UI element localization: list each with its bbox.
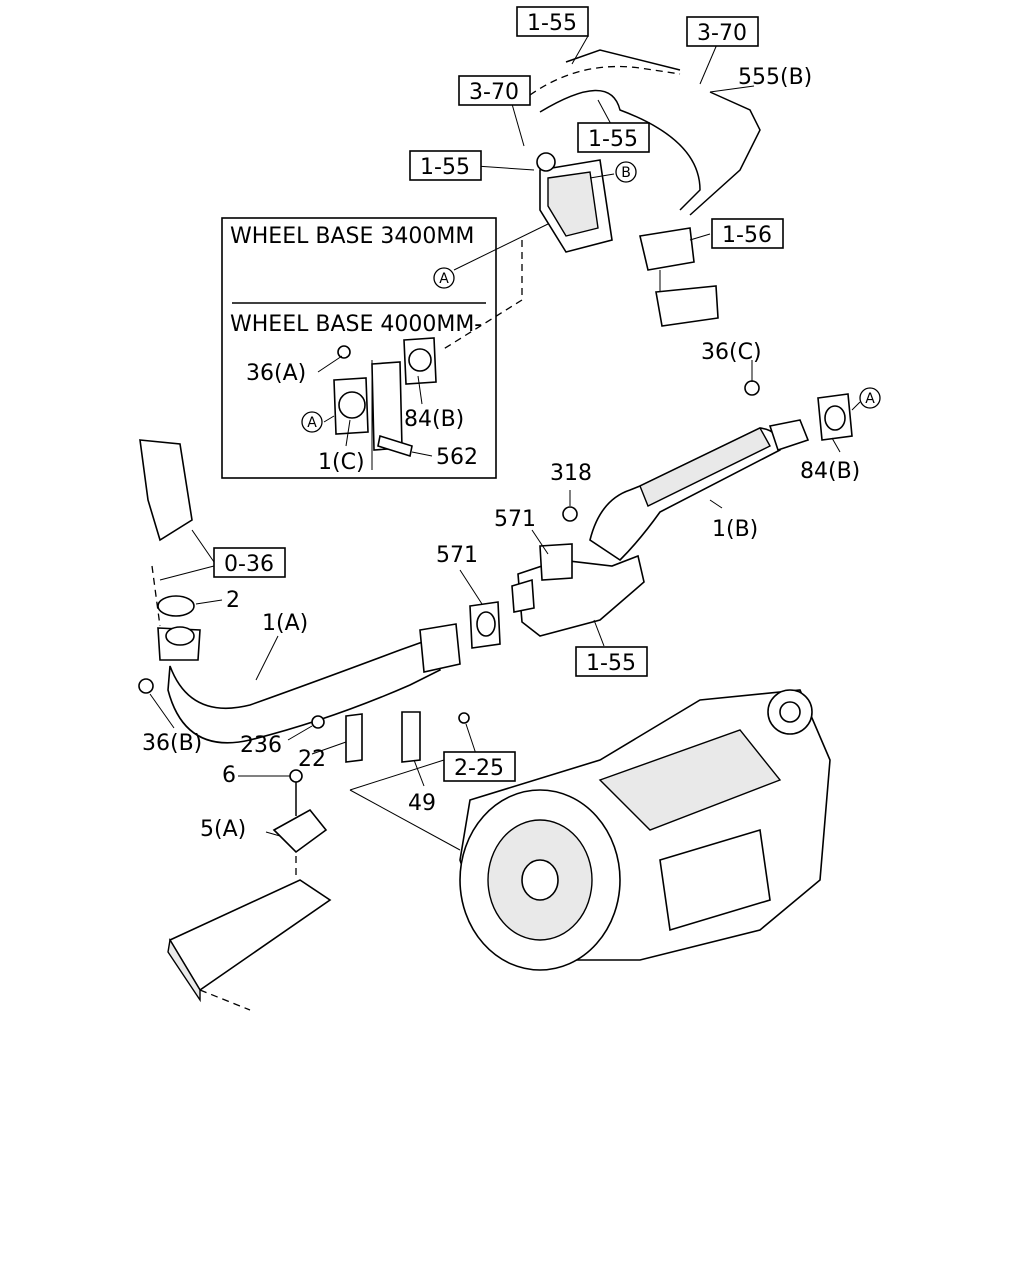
label-84b-inset: 84(B) <box>404 407 464 432</box>
label-6: 6 <box>222 763 236 788</box>
svg-text:1-55: 1-55 <box>527 11 577 36</box>
ref-1-56 <box>711 218 784 249</box>
label-236: 236 <box>240 733 282 758</box>
sensor-bracket <box>655 285 719 327</box>
ref-3-70-right <box>686 16 759 47</box>
svg-text:1-56: 1-56 <box>722 223 772 248</box>
part-labels: 555(B) 36(A) 84(B) 1(C) 562 36(C) 84(B) … <box>142 65 860 842</box>
label-2: 2 <box>226 588 240 613</box>
bracket-5a <box>272 808 328 854</box>
reference-boxes: 1-55 3-70 3-70 1-55 1-55 1-56 0-36 1-55 … <box>213 6 784 782</box>
leader-lines <box>149 35 861 1011</box>
callout-b <box>615 161 637 183</box>
label-571-lower: 571 <box>436 543 478 568</box>
svg-text:1-55: 1-55 <box>420 155 470 180</box>
front-pipe-1a <box>167 638 442 744</box>
bolt-236 <box>311 715 325 729</box>
ref-0-36 <box>213 547 286 578</box>
inset-pipe-1c <box>371 361 403 451</box>
svg-text:B: B <box>621 165 631 181</box>
ref-3-70-left <box>458 75 531 106</box>
svg-text:0-36: 0-36 <box>224 552 274 577</box>
nut-36b <box>138 678 154 694</box>
svg-text:A: A <box>307 415 317 431</box>
label-1a: 1(A) <box>262 611 308 636</box>
label-562: 562 <box>436 445 478 470</box>
label-36c: 36(C) <box>701 340 762 365</box>
label-36b: 36(B) <box>142 731 202 756</box>
svg-text:3-70: 3-70 <box>469 80 519 105</box>
sensor-module-156 <box>639 227 695 271</box>
clamp-22 <box>345 713 363 763</box>
label-36a: 36(A) <box>246 361 306 386</box>
frame-rail <box>168 879 332 992</box>
inset-panel: WHEEL BASE 3400MM WHEEL BASE 4000MM- <box>221 217 497 479</box>
gasket-571-right <box>539 543 573 581</box>
sensor-hose-2 <box>529 65 681 96</box>
muffler-heat-shield <box>517 554 645 637</box>
label-84b: 84(B) <box>800 459 860 484</box>
inset-nut-36a <box>337 345 351 359</box>
nut-36c <box>744 380 760 396</box>
label-555b: 555(B) <box>738 65 812 90</box>
nut-318 <box>562 506 578 522</box>
inset-wheelbase-3400: WHEEL BASE 3400MM <box>230 224 474 249</box>
callout-a-inset <box>301 411 323 433</box>
manifold-outlet <box>139 439 193 542</box>
inset-wheelbase-4000: WHEEL BASE 4000MM- <box>230 312 482 337</box>
ref-1-55-bottom <box>575 646 648 677</box>
svg-text:3-70: 3-70 <box>697 21 747 46</box>
transmission <box>459 689 831 971</box>
label-49: 49 <box>408 791 436 816</box>
svg-text:2-25: 2-25 <box>454 756 504 781</box>
svg-text:1-55: 1-55 <box>586 651 636 676</box>
sensor-assembly <box>529 49 761 327</box>
label-1c: 1(C) <box>318 450 365 475</box>
ref-1-55-left <box>409 150 482 181</box>
svg-text:A: A <box>865 391 875 407</box>
label-1b: 1(B) <box>712 517 758 542</box>
exhaust-system <box>138 380 853 1003</box>
callout-a-right <box>859 387 881 409</box>
ref-1-55-top <box>516 6 589 37</box>
svg-text:1-55: 1-55 <box>588 127 638 152</box>
circled-callouts: B A A A <box>301 161 881 433</box>
sensor-hose-1 <box>539 89 701 211</box>
ref-1-55-mid <box>577 122 650 153</box>
ref-2-25 <box>443 751 516 782</box>
label-22: 22 <box>298 747 326 772</box>
gasket-2 <box>157 595 195 617</box>
clamp-49 <box>401 711 421 763</box>
callout-a-top <box>433 267 455 289</box>
label-318: 318 <box>550 461 592 486</box>
label-571-upper: 571 <box>494 507 536 532</box>
inset-bracket-562 <box>377 434 413 458</box>
sensor-hose-555b <box>689 91 761 216</box>
label-5a: 5(A) <box>200 817 246 842</box>
svg-text:A: A <box>439 271 449 287</box>
